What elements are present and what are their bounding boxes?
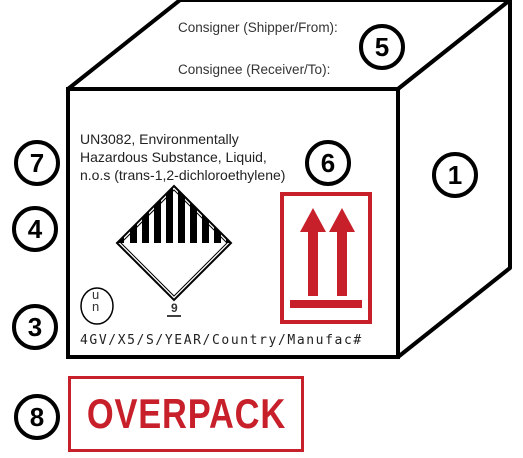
shipping-name-line: UN3082, Environmentally [80,131,239,147]
hazard-class-number: 9 [171,301,178,315]
callout-3: 3 [12,304,58,350]
orientation-baseline [290,300,362,308]
un-packaging-symbol [80,287,114,325]
un-symbol-u: u [92,287,100,302]
this-way-up-label [280,192,372,324]
un-symbol-text: u n [92,287,100,314]
un-symbol-n: n [92,299,100,314]
callout-8: 8 [14,394,60,440]
callout-6: 6 [305,140,351,186]
consigner-label: Consigner (Shipper/From): [178,20,338,35]
up-arrow-icon [300,208,326,296]
proper-shipping-name: UN3082, Environmentally Hazardous Substa… [80,130,285,184]
up-arrow-icon [329,208,355,296]
callout-1: 1 [432,152,478,198]
shipping-name-line: Hazardous Substance, Liquid, [80,149,267,165]
callout-4: 4 [12,206,58,252]
overpack-label: OVERPACK [68,376,304,452]
callout-7: 7 [14,140,60,186]
consignee-label: Consignee (Receiver/To): [178,62,331,77]
overpack-text: OVERPACK [86,390,286,437]
callout-5: 5 [359,24,405,70]
un-specification-marking: 4GV/X5/S/YEAR/Country/Manufac# [80,333,363,348]
shipping-name-line: n.o.s (trans-1,2-dichloroethylene) [80,167,286,183]
